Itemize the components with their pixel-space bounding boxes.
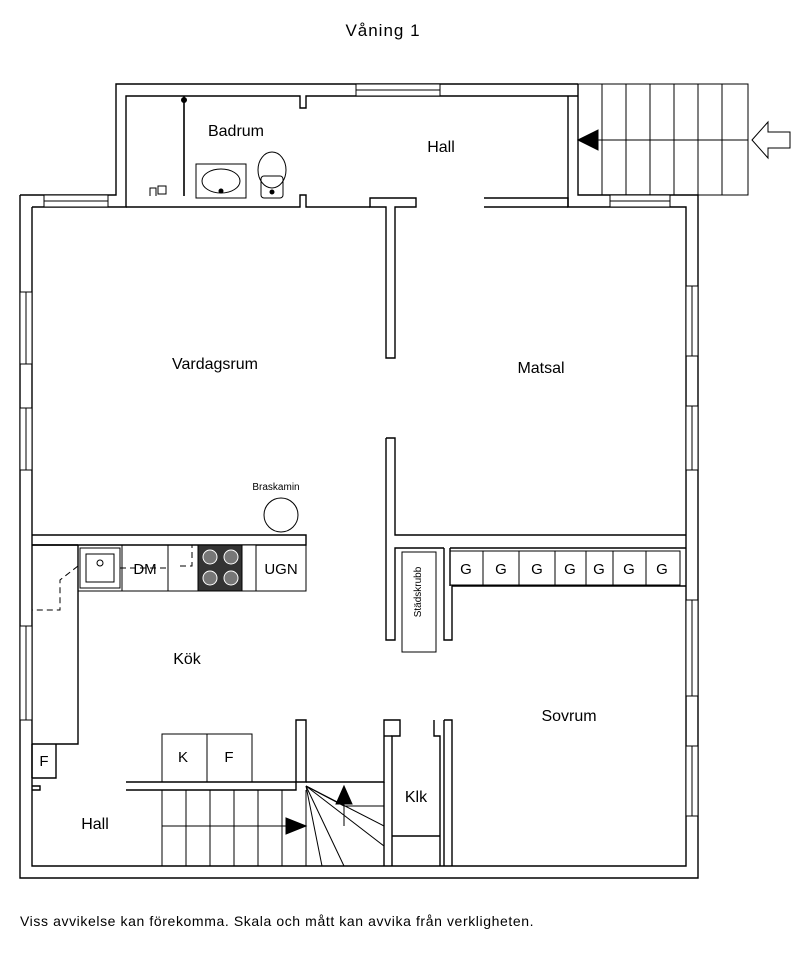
room-label-stadskrubb: Städskrubb: [413, 566, 424, 617]
freezer-label: F: [224, 749, 233, 766]
room-label-klk: Klk: [405, 789, 428, 806]
wardrobe-label: G: [495, 561, 507, 578]
wardrobes: [449, 550, 681, 586]
fireplace-icon: [263, 497, 299, 533]
disclaimer-text: Viss avvikelse kan förekomma. Skala och …: [20, 913, 534, 929]
wardrobe-label: G: [460, 561, 472, 578]
wardrobe-label: G: [623, 561, 635, 578]
room-label-hall-top: Hall: [427, 139, 455, 156]
room-label-vardagsrum: Vardagsrum: [172, 356, 258, 373]
windows: [19, 83, 699, 817]
fridge-label: K: [178, 749, 188, 766]
interior-walls: [31, 437, 686, 866]
fridge-freezer: [161, 733, 253, 783]
wardrobe-label: G: [656, 561, 668, 578]
room-label-badrum: Badrum: [208, 123, 264, 140]
dishwasher-label: DM: [133, 561, 156, 578]
freezer-left-label: F: [39, 753, 48, 770]
storage-closet: [401, 551, 437, 653]
interior-stairs: [161, 784, 385, 867]
room-label-matsal: Matsal: [517, 360, 564, 377]
bathroom-fixtures: [149, 96, 287, 199]
plan-title: Våning 1: [345, 21, 420, 40]
wardrobe-label: G: [593, 561, 605, 578]
entrance-stairs: [576, 83, 791, 196]
kitchen-counter: [32, 544, 307, 611]
entrance-arrow-icon: [751, 120, 791, 160]
oven-label: UGN: [264, 561, 297, 578]
braskamin-label: Braskamin: [252, 482, 299, 493]
room-label-kok: Kök: [173, 651, 202, 668]
wardrobe-label: G: [564, 561, 576, 578]
room-label-hall-bottom: Hall: [81, 816, 109, 833]
outer-walls: [19, 83, 699, 879]
wardrobe-label: G: [531, 561, 543, 578]
room-label-sovrum: Sovrum: [541, 708, 596, 725]
